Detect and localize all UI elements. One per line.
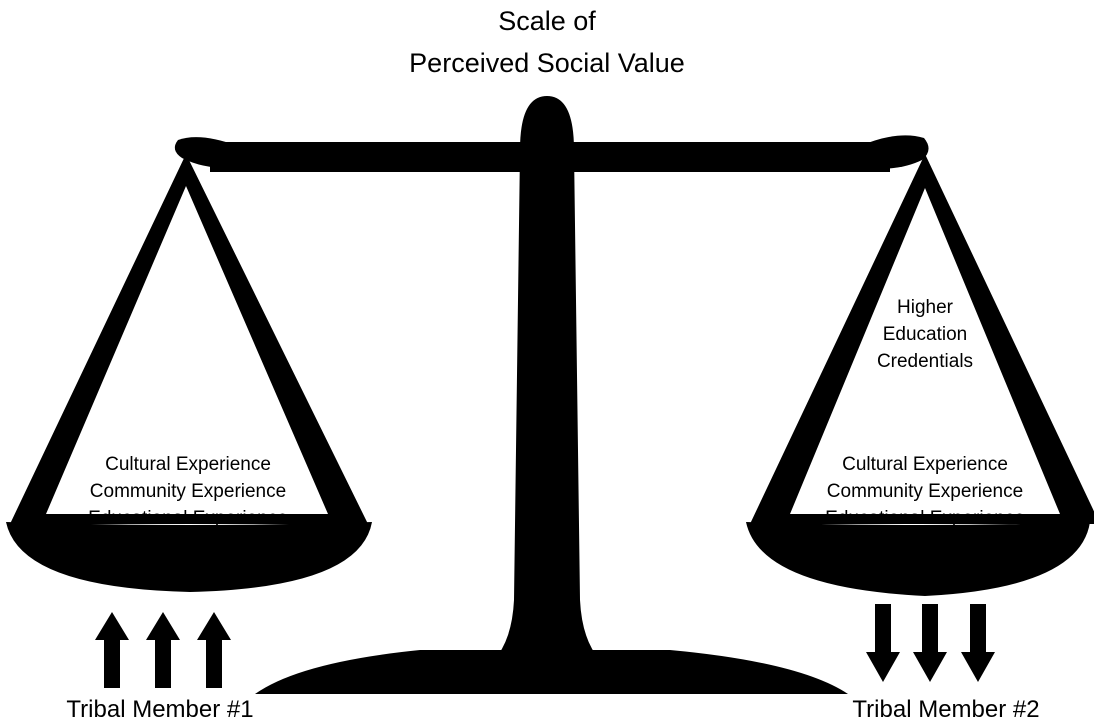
right-pan-chains	[750, 154, 1094, 524]
right-pan: Higher Education Credentials Cultural Ex…	[746, 154, 1094, 596]
right-pan-extra-line-1: Higher	[897, 297, 954, 318]
left-pan-bowl	[6, 522, 372, 592]
right-pan-line-1: Cultural Experience	[842, 454, 1008, 475]
right-pan-bowl	[746, 522, 1090, 596]
arrow-up-icon	[146, 612, 180, 688]
right-pan-line-2: Community Experience	[827, 481, 1023, 502]
left-pan-line-3: Educational Experience	[88, 508, 288, 529]
beam-end-left	[174, 137, 240, 169]
arrow-down-icon	[866, 604, 900, 682]
arrow-up-icon	[95, 612, 129, 688]
left-arrows	[95, 612, 231, 688]
arrow-up-icon	[197, 612, 231, 688]
arrow-down-icon	[961, 604, 995, 682]
scale-post	[494, 96, 600, 660]
beam-end-right	[858, 135, 929, 169]
left-pan-line-1: Cultural Experience	[105, 454, 271, 475]
arrow-down-icon	[913, 604, 947, 682]
left-pan-chains	[10, 154, 368, 524]
right-pan-line-3: Educational Experience	[825, 508, 1025, 529]
left-pan: Cultural Experience Community Experience…	[6, 154, 372, 592]
title-line-2: Perceived Social Value	[409, 48, 685, 78]
right-pan-extra-line-3: Credentials	[877, 351, 973, 372]
right-arrows	[866, 604, 995, 682]
member-label-left: Tribal Member #1	[66, 696, 253, 723]
title-line-1: Scale of	[498, 6, 596, 36]
scale-base	[255, 650, 848, 694]
left-pan-line-2: Community Experience	[90, 481, 286, 502]
right-pan-extra-line-2: Education	[883, 324, 968, 345]
scale-beam	[210, 142, 890, 172]
member-label-right: Tribal Member #2	[852, 696, 1039, 723]
